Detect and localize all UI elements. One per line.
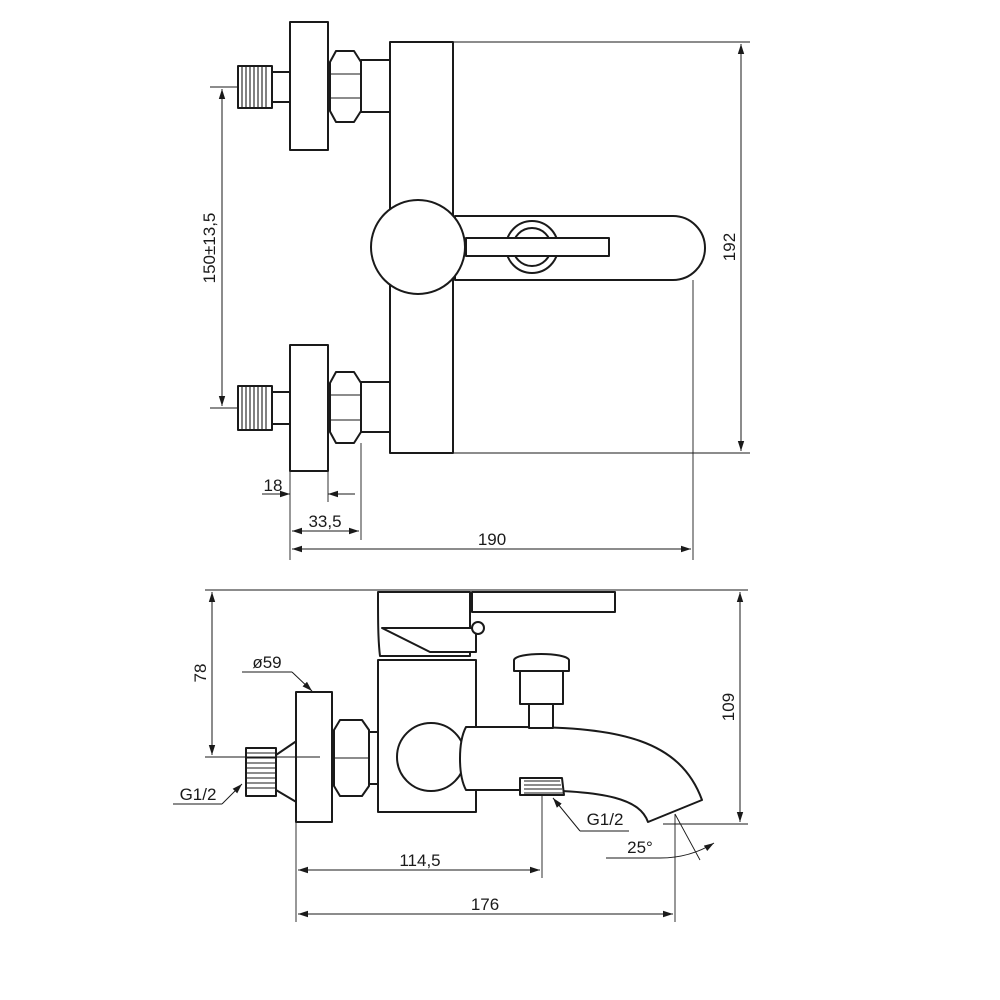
lower-thread-lines [241, 386, 267, 430]
lower-inlet-connector [237, 344, 400, 472]
side-inlet-connector [245, 691, 401, 823]
dim-spout-angle: 25° [627, 838, 653, 857]
dim-inlet-thread: G1/2 [180, 785, 217, 804]
top-view-dimension-lines [218, 44, 745, 553]
upper-threaded-end [237, 65, 273, 109]
dim-flange-diameter: ø59 [252, 653, 281, 672]
lever-handle-bar [465, 237, 610, 257]
upper-hex-nut [329, 50, 362, 123]
dim-inlet-spacing: 150±13,5 [200, 213, 219, 284]
top-view: 150±13,5 192 18 33,5 190 [200, 21, 750, 560]
side-body-boss [396, 722, 466, 792]
side-view-extension-lines [205, 589, 748, 922]
lower-hex-nut [329, 371, 362, 444]
lower-threaded-end [237, 385, 273, 431]
side-threaded-end [245, 747, 277, 797]
side-view-dimension-lines [208, 592, 744, 918]
dim-nut-offset: 33,5 [308, 512, 341, 531]
upper-thread-lines [241, 66, 267, 108]
diverter-stem [528, 700, 554, 729]
top-view-extension-lines [210, 41, 750, 560]
upper-flange [289, 21, 329, 151]
diverter-knob [513, 653, 570, 672]
dim-flange-thickness: 18 [264, 476, 283, 495]
side-view: 78 ø59 G1/2 109 G1/2 25° 114,5 176 [173, 589, 748, 922]
dim-top-total-width: 190 [478, 530, 506, 549]
diverter-body [519, 670, 564, 705]
side-view-leader-lines [173, 671, 629, 832]
side-thread-lines [246, 752, 276, 789]
dim-shower-outlet-thread: G1/2 [587, 810, 624, 829]
dim-side-total-depth: 176 [471, 895, 499, 914]
dim-shower-outlet-offset: 114,5 [399, 851, 440, 870]
dim-height-to-inlet: 78 [191, 664, 210, 683]
shower-outlet-thread-lines [524, 780, 563, 794]
side-lever-bar [471, 591, 616, 613]
bath-spout [459, 726, 703, 823]
dim-side-total-height: 109 [719, 693, 738, 721]
cartridge-cap [370, 199, 466, 295]
lower-flange [289, 344, 329, 472]
dim-top-total-height: 192 [720, 233, 739, 261]
shower-outlet [519, 777, 565, 796]
upper-inlet-connector [237, 21, 400, 151]
